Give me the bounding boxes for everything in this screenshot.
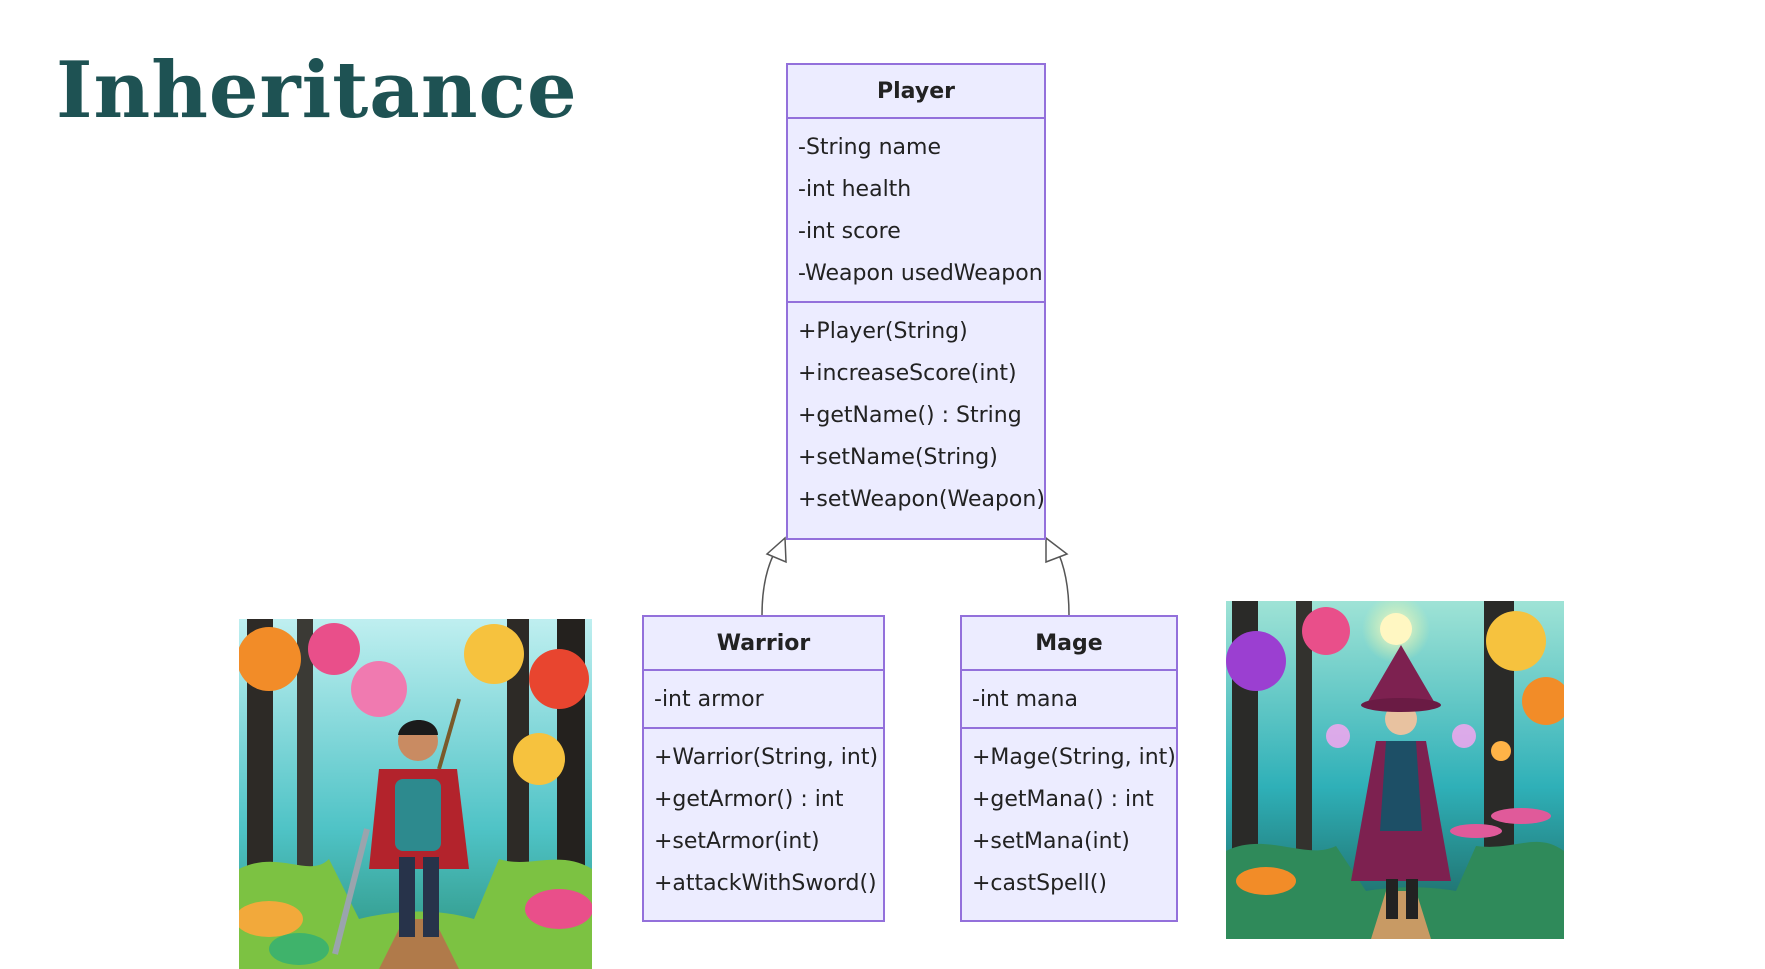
attribute-score: -int score	[798, 219, 901, 244]
method-mage-constructor: +Mage(String, int)	[972, 745, 1176, 770]
mage-illustration	[1226, 601, 1564, 939]
method-increase-score: +increaseScore(int)	[798, 361, 1017, 386]
class-mage-attributes: -int mana	[962, 671, 1176, 729]
method-set-mana: +setMana(int)	[972, 829, 1130, 854]
attribute-used-weapon: -Weapon usedWeapon	[798, 261, 1043, 286]
method-attack-with-sword: +attackWithSword()	[654, 871, 877, 896]
class-warrior-attributes: -int armor	[644, 671, 883, 729]
class-mage-methods: +Mage(String, int) +getMana() : int +set…	[962, 729, 1176, 911]
class-player: Player -String name -int health -int sco…	[786, 63, 1046, 540]
class-mage: Mage -int mana +Mage(String, int) +getMa…	[960, 615, 1178, 922]
method-cast-spell: +castSpell()	[972, 871, 1107, 896]
method-warrior-constructor: +Warrior(String, int)	[654, 745, 879, 770]
class-mage-name: Mage	[962, 617, 1176, 671]
attribute-health: -int health	[798, 177, 912, 202]
method-set-weapon: +setWeapon(Weapon)	[798, 487, 1045, 512]
class-player-attributes: -String name -int health -int score -Wea…	[788, 119, 1044, 303]
method-player-constructor: +Player(String)	[798, 319, 968, 344]
method-get-armor: +getArmor() : int	[654, 787, 844, 812]
warrior-illustration	[239, 619, 592, 969]
attribute-mana: -int mana	[972, 687, 1078, 712]
method-get-mana: +getMana() : int	[972, 787, 1154, 812]
class-warrior: Warrior -int armor +Warrior(String, int)…	[642, 615, 885, 922]
method-get-name: +getName() : String	[798, 403, 1022, 428]
attribute-armor: -int armor	[654, 687, 764, 712]
warrior-inheritance-arrowhead	[765, 536, 787, 564]
method-set-armor: +setArmor(int)	[654, 829, 820, 854]
class-warrior-name: Warrior	[644, 617, 883, 671]
class-player-name: Player	[788, 65, 1044, 119]
class-warrior-methods: +Warrior(String, int) +getArmor() : int …	[644, 729, 883, 911]
slide-title: Inheritance	[56, 45, 578, 136]
method-set-name: +setName(String)	[798, 445, 998, 470]
attribute-name: -String name	[798, 135, 941, 160]
mage-inheritance-arrowhead	[1045, 536, 1069, 564]
class-player-methods: +Player(String) +increaseScore(int) +get…	[788, 303, 1045, 527]
